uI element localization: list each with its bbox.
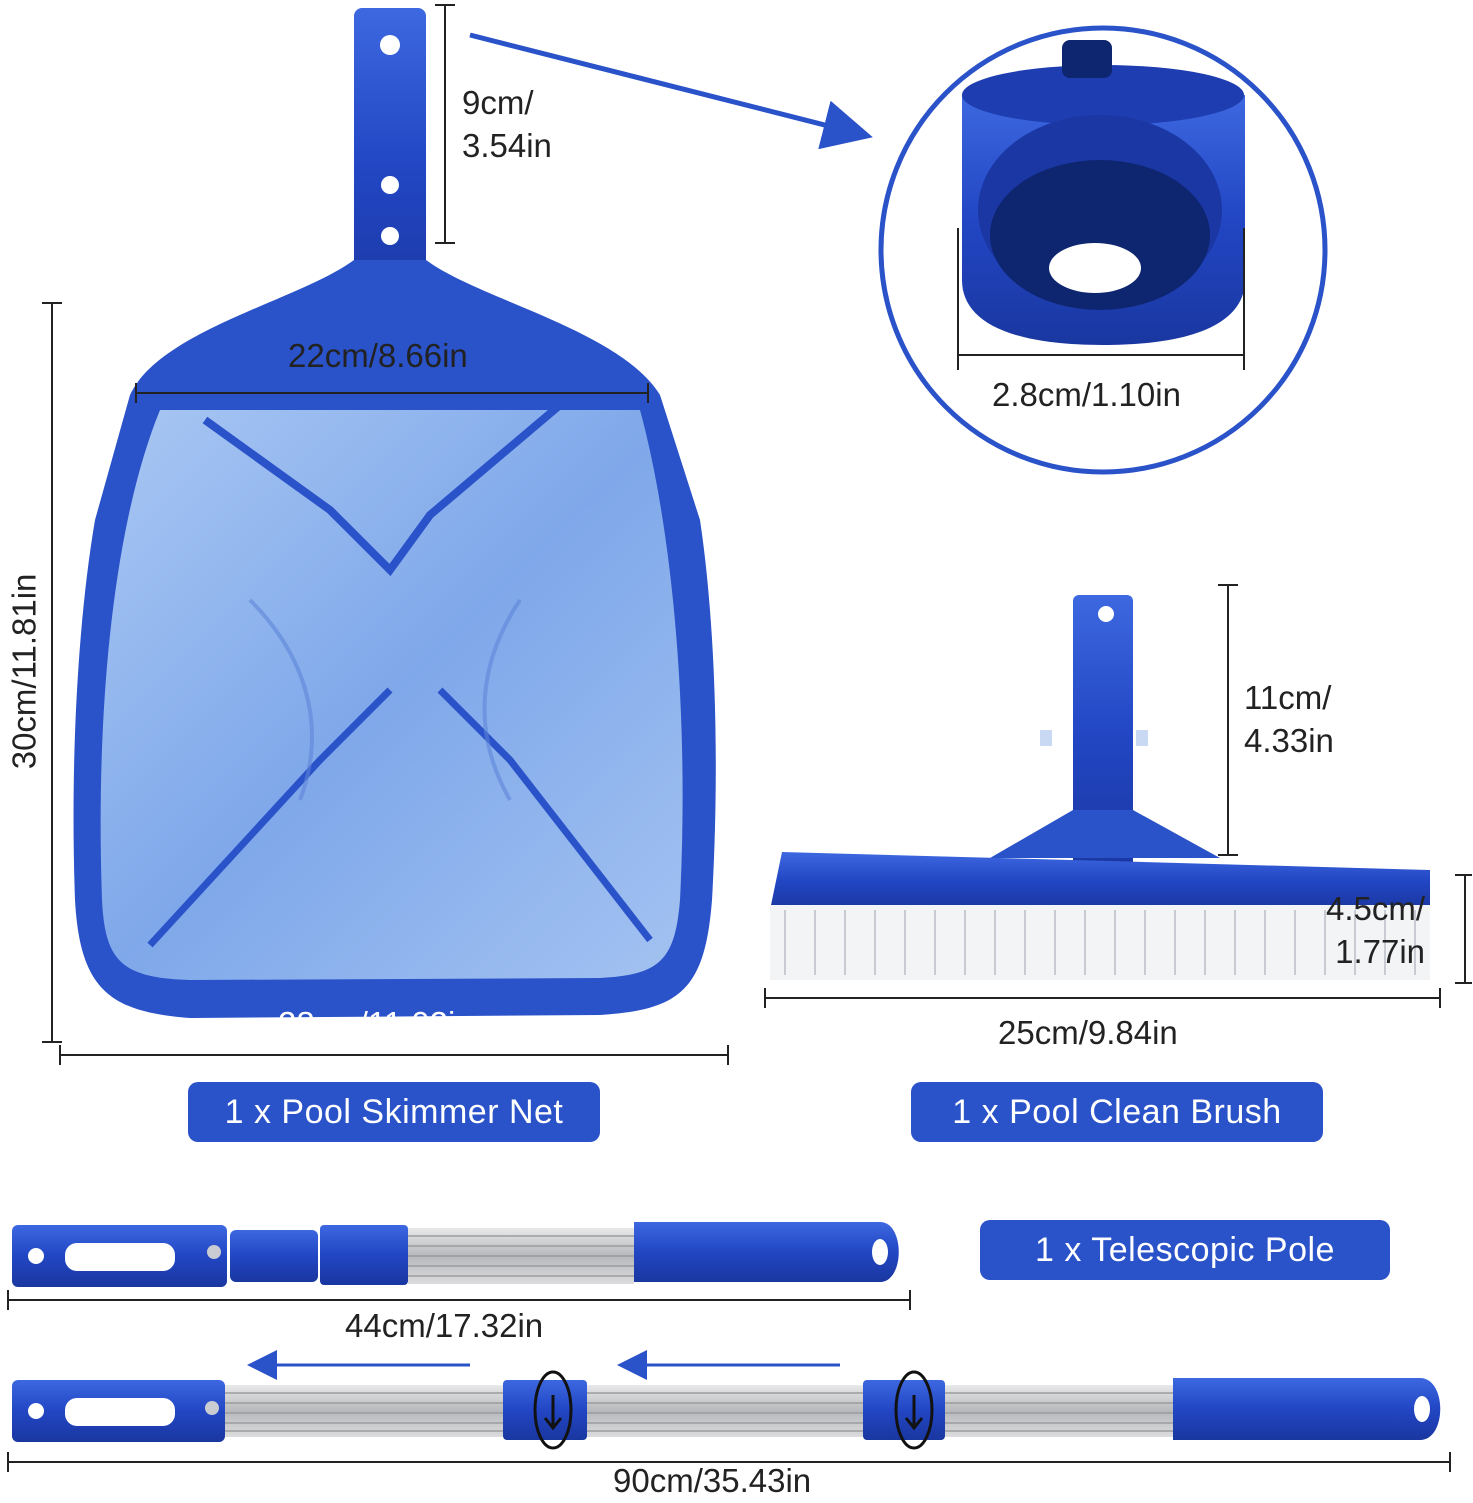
brush-width-label: 25cm/9.84in: [998, 1014, 1178, 1051]
skimmer-dimension-lines: [42, 4, 729, 1065]
skimmer-net-image: [73, 8, 716, 1018]
skimmer-handle-length-in: 3.54in: [462, 126, 552, 164]
skimmer-top-width-label: 22cm/8.66in: [288, 337, 468, 374]
pole-long-length-label: 90cm/35.43in: [613, 1462, 812, 1499]
telescopic-pole-short-image: [12, 1222, 899, 1287]
brush-dimension-lines: [764, 584, 1472, 1008]
handle-diameter-label: 2.8cm/1.10in: [992, 376, 1181, 413]
pole-short-dimension-lines: [7, 1290, 911, 1310]
pole-short-length-label: 44cm/17.32in: [345, 1307, 544, 1344]
skimmer-bottom-width-label: 28cm/11.02in: [278, 1005, 474, 1042]
skimmer-product-badge: 1 x Pool Skimmer Net: [188, 1082, 600, 1142]
brush-handle-length-cm: 11cm/: [1244, 679, 1332, 716]
brush-handle-length-label: 11cm/ 4.33in: [1244, 677, 1334, 763]
pole-product-badge: 1 x Telescopic Pole: [980, 1220, 1390, 1280]
handle-diameter-lines: [957, 228, 1245, 370]
brush-height-in: 1.77in: [1335, 932, 1426, 970]
pole-long-dimension-lines: [7, 1452, 1451, 1472]
brush-handle-length-in: 4.33in: [1244, 721, 1334, 759]
brush-product-badge: 1 x Pool Clean Brush: [911, 1082, 1323, 1142]
telescopic-pole-long-image: [12, 1370, 1441, 1450]
pool-brush-image: [770, 595, 1430, 980]
skimmer-handle-length-cm: 9cm/: [462, 84, 534, 121]
skimmer-handle-length-label: 9cm/ 3.54in: [462, 82, 552, 168]
zoom-arrow: [469, 32, 873, 150]
brush-height-cm: 4.5cm/: [1326, 890, 1426, 927]
skimmer-height-label: 30cm/11.81in: [5, 573, 43, 770]
handle-zoom-image: [878, 25, 1328, 475]
brush-height-label: 4.5cm/ 1.77in: [1326, 888, 1425, 974]
